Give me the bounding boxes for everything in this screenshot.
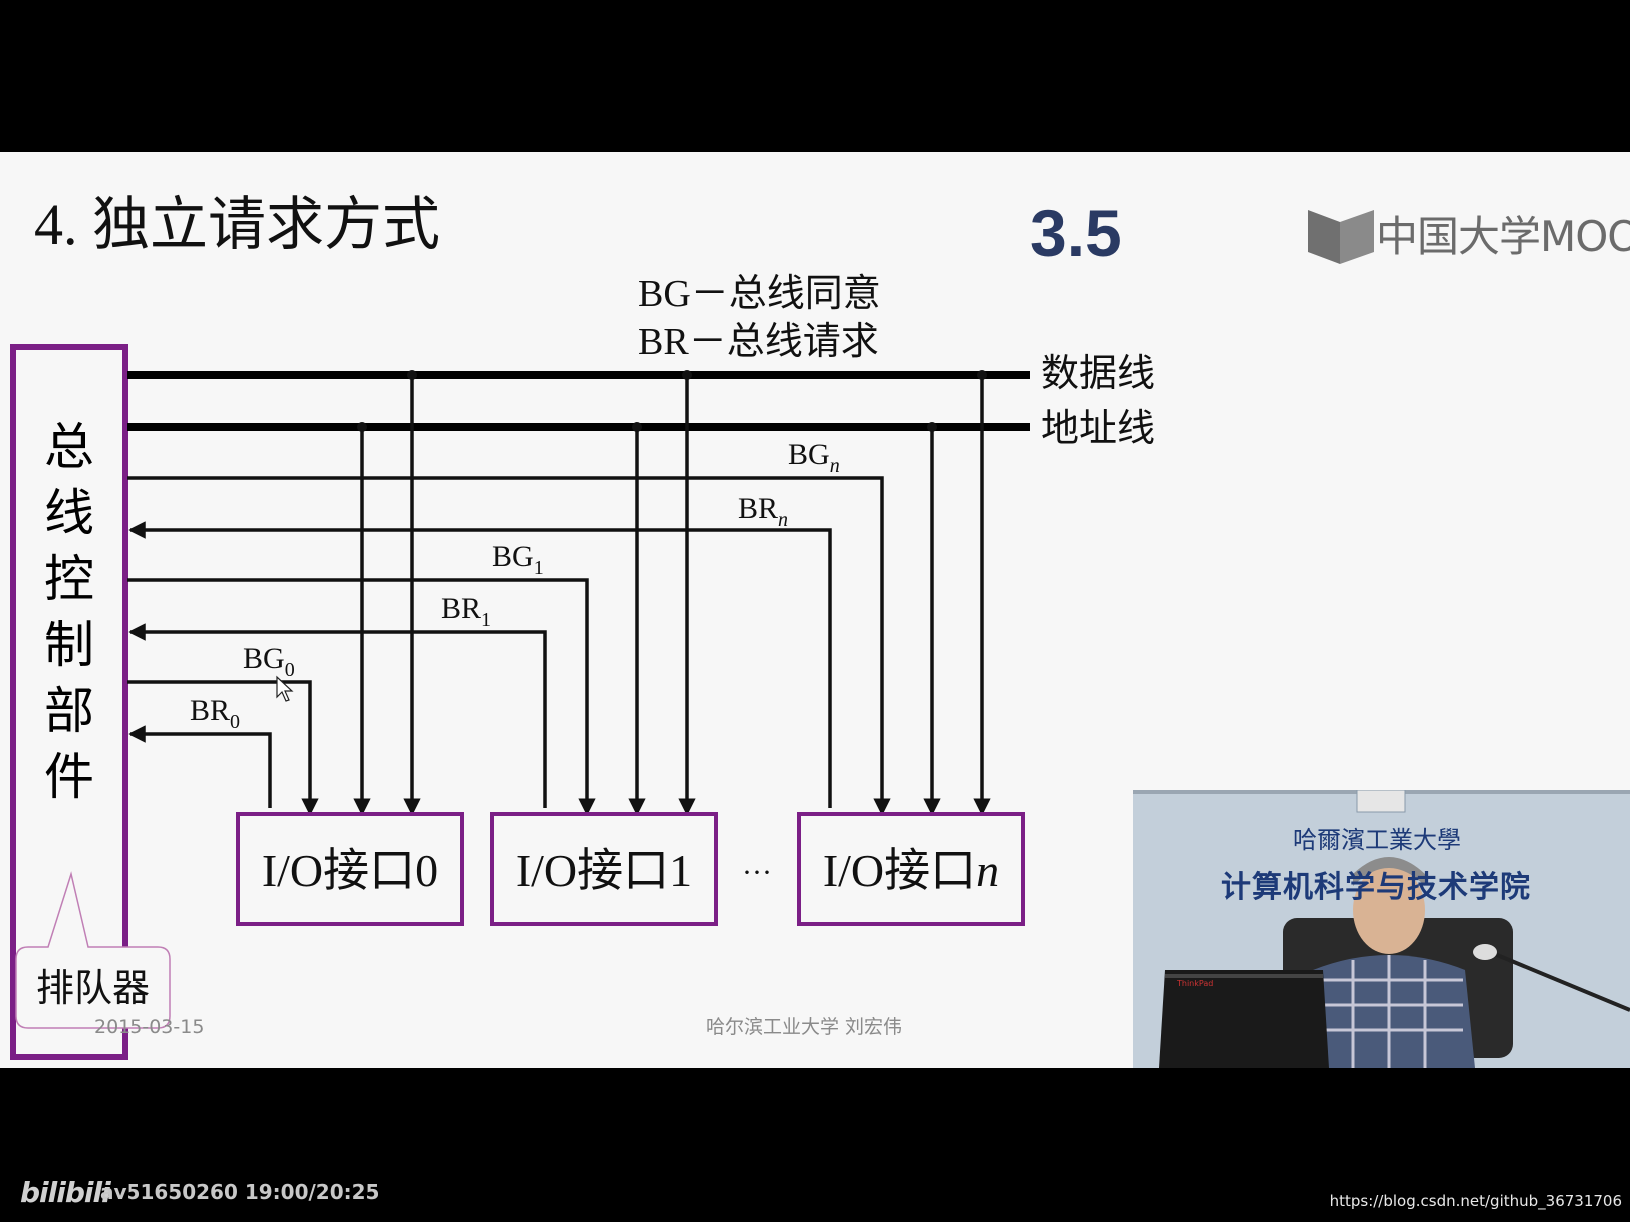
bilibili-logo-icon: bilibili xyxy=(20,1176,111,1209)
footer-author: 哈尔滨工业大学 刘宏伟 xyxy=(706,1016,902,1038)
bg-1-line xyxy=(127,578,596,816)
source-url-watermark: https://blog.csdn.net/github_36731706 xyxy=(1329,1192,1622,1210)
queue-callout: 排队器 xyxy=(15,871,171,1029)
controller-char: 线 xyxy=(44,485,94,541)
io-interface-n: I/O接口n xyxy=(797,812,1025,926)
svg-text:ThinkPad: ThinkPad xyxy=(1176,979,1213,988)
label-bg-1: BG1 xyxy=(492,540,544,579)
controller-char: 制 xyxy=(44,617,94,673)
bus-controller-label: 总 线 控 制 部 件 xyxy=(44,419,94,805)
svg-text:I/O接口0: I/O接口0 xyxy=(262,845,438,896)
controller-char: 件 xyxy=(44,749,94,805)
inset-university-name: 哈爾濱工業大學 xyxy=(1293,826,1461,854)
address-line-label: 地址线 xyxy=(1041,408,1155,450)
br-0-line xyxy=(128,725,272,808)
bg-0-line xyxy=(127,680,319,816)
signal-lines xyxy=(127,476,891,816)
label-br-n: BRn xyxy=(738,492,788,531)
video-info: av51650260 19:00/20:25 xyxy=(100,1180,380,1204)
svg-text:I/O接口1: I/O接口1 xyxy=(516,845,692,896)
io-ellipsis: ··· xyxy=(742,856,772,889)
bus-controller-box xyxy=(10,344,128,1060)
player-overlay-bar: bilibili av51650260 19:00/20:25 https://… xyxy=(0,1176,1630,1222)
section-number: 3.5 xyxy=(1030,196,1122,270)
footer-date: 2015-03-15 xyxy=(94,1016,204,1038)
io-interface-0: I/O接口0 xyxy=(236,812,464,926)
book-icon xyxy=(1308,210,1374,264)
bus-diagram: 4. 独立请求方式 3.5 中国大学MOOC BG－总线同意 BR－总线请求 总… xyxy=(10,192,1630,1060)
university-emblem-icon xyxy=(1356,790,1406,813)
controller-char: 部 xyxy=(44,683,94,739)
br-n-line xyxy=(128,521,832,808)
mouse-cursor-icon xyxy=(276,675,294,702)
controller-char: 总 xyxy=(44,419,94,475)
bus-junction-dots xyxy=(357,370,987,432)
label-bg-n: BGn xyxy=(788,438,840,477)
br-1-line xyxy=(128,623,547,808)
legend-br: BR－总线请求 xyxy=(638,321,879,363)
lecturer-scene: ThinkPad xyxy=(1133,790,1630,1068)
slide: 4. 独立请求方式 3.5 中国大学MOOC BG－总线同意 BR－总线请求 总… xyxy=(0,152,1630,1068)
bus-taps xyxy=(353,375,991,816)
svg-text:I/O接口n: I/O接口n xyxy=(823,845,999,896)
label-br-0: BR0 xyxy=(190,694,240,733)
controller-char: 控 xyxy=(44,551,94,607)
queue-label: 排队器 xyxy=(36,968,150,1010)
bg-n-line xyxy=(127,476,891,816)
inset-college-name: 计算机科学与技术学院 xyxy=(1221,870,1531,905)
logo-text: 中国大学MOOC xyxy=(1376,212,1630,261)
legend-bg: BG－总线同意 xyxy=(638,273,881,315)
label-bg-0: BG0 xyxy=(243,642,295,681)
label-br-1: BR1 xyxy=(441,592,491,631)
data-line-label: 数据线 xyxy=(1041,353,1155,395)
lecturer-video-inset: ThinkPad 哈爾濱工業大學 计算机科学与技术学院 xyxy=(1133,790,1630,1068)
io-interface-1: I/O接口1 xyxy=(490,812,718,926)
mooc-logo: 中国大学MOOC xyxy=(1308,210,1630,264)
slide-title: 4. 独立请求方式 xyxy=(34,192,440,257)
